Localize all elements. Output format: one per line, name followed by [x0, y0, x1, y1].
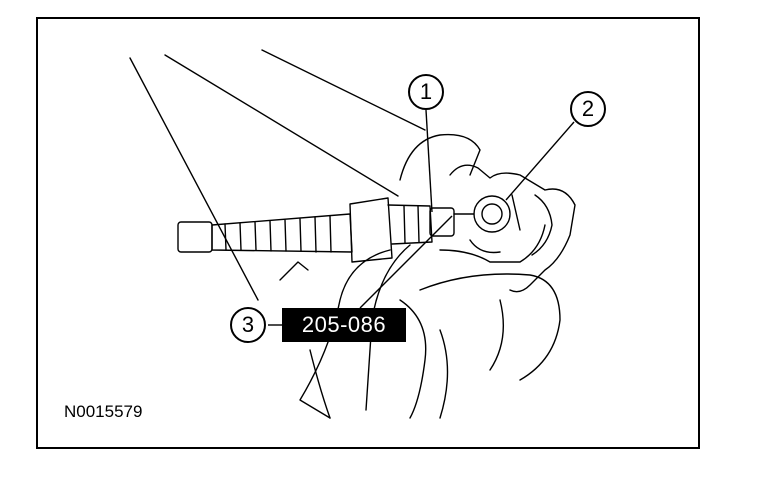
- figure-id: N0015579: [64, 402, 143, 421]
- special-tool-number: 205-086: [282, 308, 406, 342]
- callout-3: 3: [230, 307, 266, 343]
- callout-1: 1: [408, 74, 444, 110]
- callout-3-label: 3: [241, 312, 255, 337]
- callout-1-label: 1: [419, 79, 433, 104]
- callout-2: 2: [570, 91, 606, 127]
- callout-2-label: 2: [581, 96, 595, 121]
